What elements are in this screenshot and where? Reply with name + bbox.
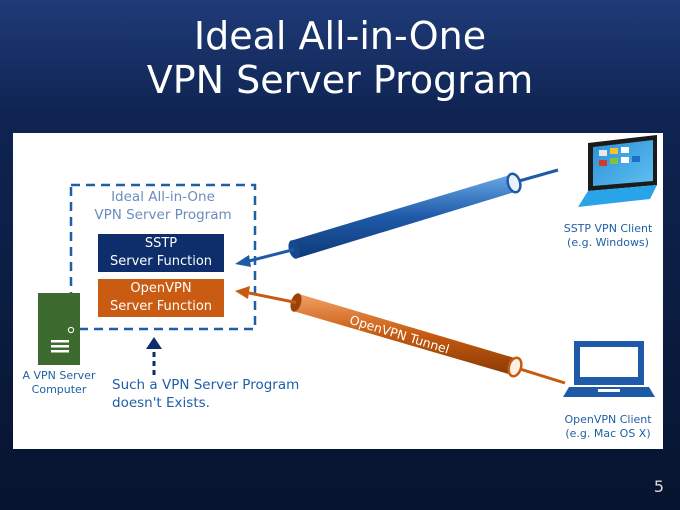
openvpn-client-line1: OpenVPN Client: [564, 413, 652, 426]
diagram-panel: Ideal All-in-One VPN Server Program SSTP…: [13, 133, 663, 449]
slide-title-line2: VPN Server Program: [146, 58, 534, 102]
openvpn-function-label: OpenVPN Server Function: [98, 280, 224, 316]
sstp-client-label: SSTP VPN Client (e.g. Windows): [553, 222, 663, 250]
ideal-program-box: [69, 183, 257, 331]
sstp-tunnel: [288, 172, 522, 259]
server-computer-icon: [38, 293, 80, 365]
sstp-function-line1: SSTP: [144, 236, 178, 251]
dashed-up-arrow: [146, 337, 162, 375]
sstp-client-line1: SSTP VPN Client: [563, 222, 653, 235]
openvpn-function-box: [98, 279, 224, 317]
slide-title: Ideal All-in-One VPN Server Program: [0, 14, 680, 102]
ideal-box-label-line2: VPN Server Program: [94, 207, 232, 223]
ideal-box-label-line1: Ideal All-in-One: [111, 189, 215, 205]
slide-title-line1: Ideal All-in-One: [193, 14, 487, 58]
note-line1: Such a VPN Server Program: [112, 377, 300, 393]
sstp-line-client: [518, 168, 559, 183]
sstp-function-box: [98, 234, 224, 272]
openvpn-function-line2: Server Function: [109, 299, 213, 314]
server-computer-line2: Computer: [31, 383, 87, 396]
page-number: 5: [653, 477, 664, 496]
ideal-box-label: Ideal All-in-One VPN Server Program: [71, 188, 255, 224]
sstp-function-label: SSTP Server Function: [98, 235, 224, 271]
openvpn-arrow: [235, 286, 297, 304]
laptop-icon: [563, 341, 655, 397]
note-line2: doesn't Exists.: [112, 395, 210, 411]
sstp-client-line2: (e.g. Windows): [567, 236, 649, 249]
diagram-canvas: [38, 135, 657, 397]
openvpn-line-client: [519, 367, 566, 385]
openvpn-function-line1: OpenVPN: [130, 281, 192, 296]
note-label: Such a VPN Server Program doesn't Exists…: [112, 376, 299, 412]
server-computer-label: A VPN Server Computer: [15, 369, 103, 397]
server-computer-line1: A VPN Server: [22, 369, 96, 382]
windows-tablet-icon: [578, 135, 657, 207]
openvpn-client-line2: (e.g. Mac OS X): [565, 427, 651, 440]
openvpn-client-label: OpenVPN Client (e.g. Mac OS X): [553, 413, 663, 441]
sstp-arrow: [235, 248, 295, 267]
sstp-function-line2: Server Function: [109, 254, 213, 269]
